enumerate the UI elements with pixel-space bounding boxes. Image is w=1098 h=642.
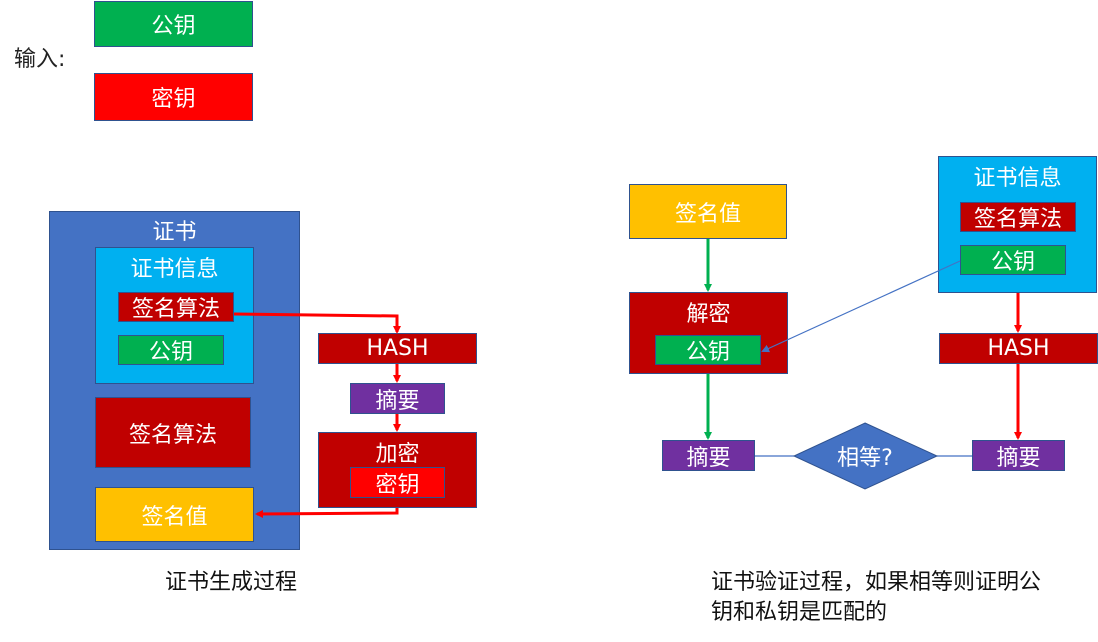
encrypt-title: 加密 <box>375 442 420 467</box>
legend-public-key: 公钥 <box>94 1 253 47</box>
generation-caption: 证书生成过程 <box>165 570 298 595</box>
signature-algorithm-box: 签名算法 <box>95 397 251 468</box>
certificate-title: 证书 <box>152 220 197 245</box>
verify-cert-info-title: 证书信息 <box>973 166 1062 191</box>
verify-hash-box: HASH <box>939 333 1098 364</box>
input-label: 输入: <box>14 47 66 72</box>
decrypt-public-key: 公钥 <box>655 335 761 365</box>
cert-info-public-key: 公钥 <box>118 335 224 365</box>
verification-caption-line2: 钥和私钥是匹配的 <box>711 600 888 625</box>
verify-cert-info-algorithm: 签名算法 <box>960 202 1076 232</box>
arrow-pubkey-to-decrypt <box>761 260 961 353</box>
verify-signature-box: 签名值 <box>629 184 787 239</box>
equal-question-label: 相等? <box>837 446 893 471</box>
cert-info-title: 证书信息 <box>130 257 219 282</box>
encrypt-private-key: 密钥 <box>350 467 445 498</box>
verify-digest-left: 摘要 <box>662 440 755 471</box>
gen-digest-box: 摘要 <box>350 383 445 414</box>
signature-value-box: 签名值 <box>95 487 254 542</box>
verify-cert-info-public-key: 公钥 <box>960 245 1066 275</box>
legend-private-key: 密钥 <box>94 73 253 121</box>
gen-hash-box: HASH <box>318 333 477 364</box>
verification-caption-line1: 证书验证过程，如果相等则证明公 <box>711 570 1042 595</box>
decrypt-title: 解密 <box>686 302 731 327</box>
verify-digest-right: 摘要 <box>972 440 1065 471</box>
cert-info-algorithm: 签名算法 <box>118 292 234 322</box>
